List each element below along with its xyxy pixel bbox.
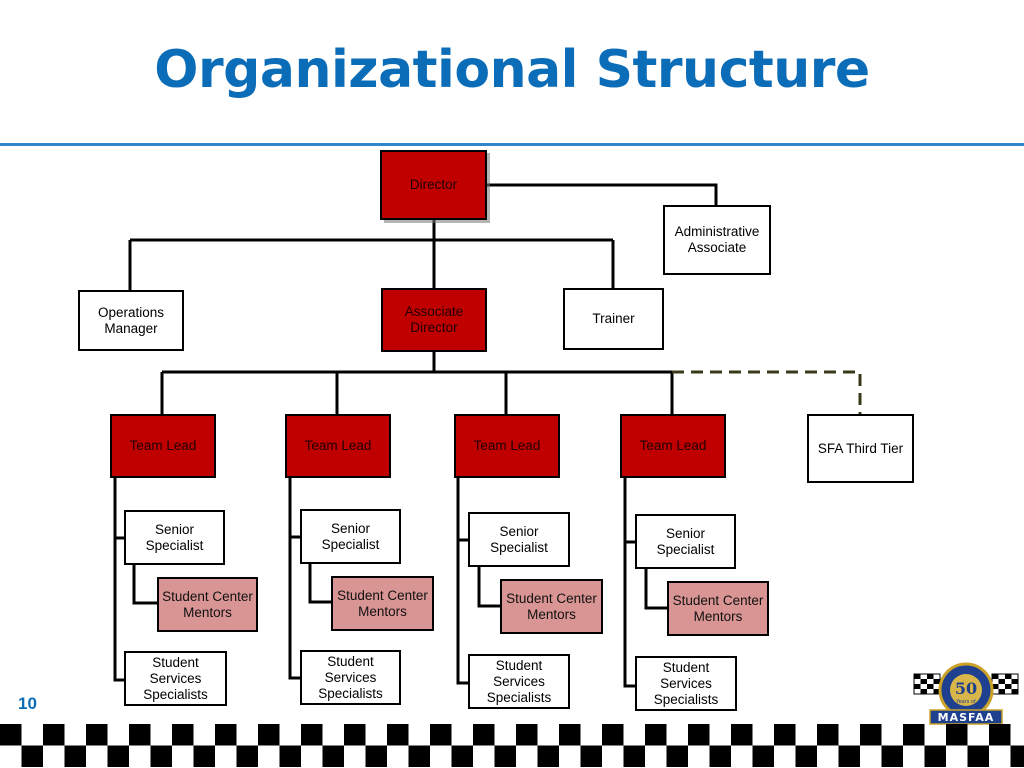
director-label: Director (409, 177, 458, 192)
page-number: 10 (18, 694, 37, 713)
operations-manager-box: Operations Manager (78, 290, 184, 351)
masfaa-logo: 50 Years of MASFAA (913, 662, 1019, 725)
team-lead-label: Team Lead (639, 438, 707, 453)
connector-team4-spine (623, 478, 635, 688)
connector-team1-spine (113, 478, 124, 682)
student-services-specialists-label: Student Services Specialists (143, 654, 208, 702)
associate-director-label: Associate Director (404, 304, 464, 335)
team-lead-box: Team Lead (454, 414, 560, 478)
student-center-mentors-box: Student Center Mentors (331, 576, 434, 631)
student-center-mentors-label: Student Center Mentors (337, 587, 428, 619)
connector-team3-spine (456, 478, 468, 685)
student-center-mentors-box: Student Center Mentors (667, 581, 769, 636)
team-lead-box: Team Lead (620, 414, 726, 478)
administrative-associate-box: Administrative Associate (663, 205, 771, 275)
student-services-specialists-label: Student Services Specialists (653, 659, 719, 707)
senior-specialist-label: Senior Specialist (321, 520, 380, 552)
student-services-specialists-box: Student Services Specialists (468, 654, 570, 709)
student-center-mentors-label: Student Center Mentors (162, 588, 253, 620)
team-lead-box: Team Lead (285, 414, 391, 478)
team-lead-box: Team Lead (110, 414, 216, 478)
director-box: Director (380, 150, 487, 220)
checkered-flag-left-icon (913, 673, 941, 695)
checkered-border (0, 724, 1024, 767)
connector-team2-spine (288, 478, 300, 680)
senior-specialist-box: Senior Specialist (300, 509, 401, 564)
team-lead-label: Team Lead (129, 438, 197, 453)
page-title: Organizational Structure (154, 40, 870, 100)
student-services-specialists-box: Student Services Specialists (300, 650, 401, 705)
student-center-mentors-box: Student Center Mentors (157, 577, 258, 632)
svg-text:Years of: Years of (955, 699, 976, 705)
senior-specialist-box: Senior Specialist (635, 514, 736, 569)
senior-specialist-label: Senior Specialist (145, 521, 204, 553)
senior-specialist-label: Senior Specialist (490, 523, 548, 555)
student-services-specialists-label: Student Services Specialists (486, 657, 552, 705)
student-center-mentors-box: Student Center Mentors (500, 579, 603, 634)
sfa-third-tier-box: SFA Third Tier (807, 414, 914, 483)
connector-sfa-dashed (672, 370, 862, 414)
senior-specialist-box: Senior Specialist (124, 510, 225, 565)
team-lead-label: Team Lead (304, 438, 372, 453)
trainer-box: Trainer (563, 288, 664, 350)
team-lead-label: Team Lead (473, 438, 541, 453)
senior-specialist-label: Senior Specialist (656, 525, 715, 557)
svg-text:MASFAA: MASFAA (938, 711, 995, 724)
checkered-flag-right-icon (991, 673, 1019, 695)
student-center-mentors-label: Student Center Mentors (672, 592, 764, 624)
student-services-specialists-label: Student Services Specialists (318, 653, 383, 701)
student-services-specialists-box: Student Services Specialists (124, 651, 227, 706)
trainer-label: Trainer (592, 311, 635, 326)
student-center-mentors-label: Student Center Mentors (506, 590, 597, 622)
title-divider (0, 143, 1024, 146)
operations-manager-label: Operations Manager (97, 304, 165, 336)
administrative-associate-label: Administrative Associate (674, 224, 760, 255)
sfa-third-tier-label: SFA Third Tier (817, 440, 904, 456)
senior-specialist-box: Senior Specialist (468, 512, 570, 567)
connector-director-admin (487, 183, 718, 205)
associate-director-box: Associate Director (381, 288, 487, 352)
svg-text:50: 50 (955, 679, 977, 698)
student-services-specialists-box: Student Services Specialists (635, 656, 737, 711)
